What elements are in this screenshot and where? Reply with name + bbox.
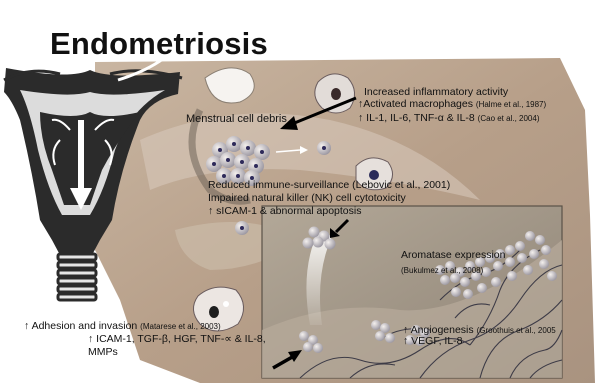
nk-cytotoxicity-line: Impaired natural killer (NK) cell cytoto… xyxy=(208,192,406,204)
groothuis-citation: (Groothuis et al., 2005 xyxy=(477,326,556,335)
cytokines-line: ↑ IL-1, IL-6, TNF-α & IL-8 (Cao et al., … xyxy=(358,112,539,125)
sicam-apoptosis-line: ↑ sICAM-1 & abnormal apoptosis xyxy=(208,205,361,217)
activated-macrophages-text: ↑Activated macrophages xyxy=(358,98,473,110)
activated-macrophages-line: ↑Activated macrophages (Halme et al., 19… xyxy=(358,98,546,111)
lebovic-citation: (Lebovic et al., 2001) xyxy=(352,179,450,191)
bukulmez-citation: (Bukulmez et al., 2008) xyxy=(401,265,483,277)
slide-title: Endometriosis xyxy=(50,26,268,62)
cao-citation: (Cao et al., 2004) xyxy=(478,114,540,123)
adhesion-molecules-line: ↑ ICAM-1, TGF-β, HGF, TNF-∝ & IL-8, xyxy=(88,333,266,345)
vegf-line: ↑ VEGF, IL-8 xyxy=(403,335,463,347)
aromatase-label: Aromatase expression xyxy=(401,249,505,261)
adhesion-invasion-line: ↑ Adhesion and invasion (Matarese et al.… xyxy=(24,320,221,333)
matarese-citation: (Matarese et al., 2003) xyxy=(140,322,220,331)
adhesion-invasion-text: ↑ Adhesion and invasion xyxy=(24,320,137,332)
immune-surveillance-line: Reduced immune-surveillance (Lebovic et … xyxy=(208,179,450,191)
cytokines-text: ↑ IL-1, IL-6, TNF-α & IL-8 xyxy=(358,112,475,124)
immune-surveillance-text: Reduced immune-surveillance xyxy=(208,179,349,191)
mmps-line: MMPs xyxy=(88,346,118,358)
halme-citation: (Halme et al., 1987) xyxy=(476,100,546,109)
menstrual-debris-label: Menstrual cell debris xyxy=(186,113,287,125)
inflammation-heading: Increased inflammatory activity xyxy=(364,86,508,98)
